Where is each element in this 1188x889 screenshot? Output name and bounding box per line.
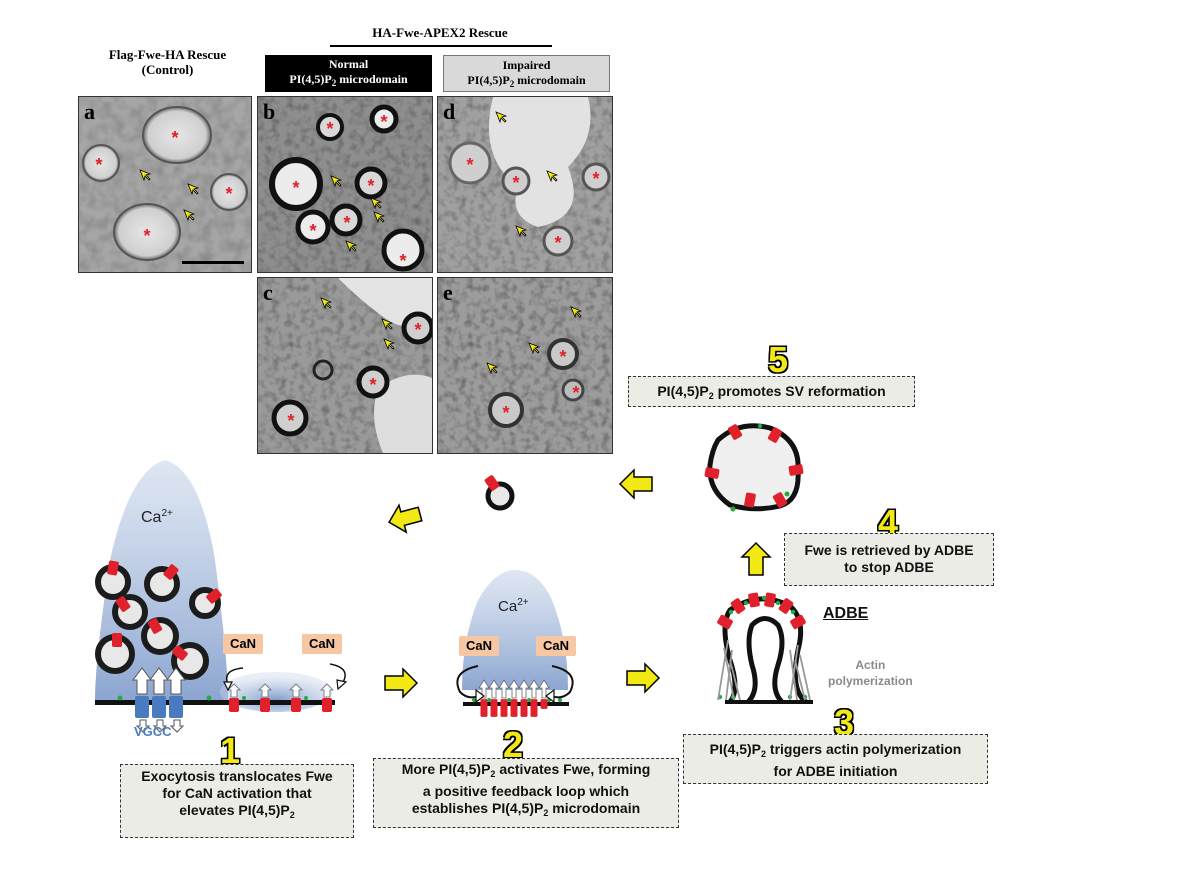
em-panel-b: * * * * * * * b (257, 96, 433, 273)
fwe-arrows-step1 (227, 683, 334, 698)
vgcc-label: VGCC (134, 724, 172, 739)
em-image-e: * * * (438, 278, 612, 453)
bottom-arrows-step1 (135, 719, 185, 733)
actin-filaments (717, 639, 811, 701)
can-box-step2-right: CaN (536, 636, 576, 656)
step-number-1: 1 (220, 730, 241, 771)
em-panel-d: * * * * d (437, 96, 613, 273)
panel-label-c: c (263, 280, 273, 305)
vgcc-channels (135, 696, 183, 718)
curved-arrow-right-step2 (551, 665, 574, 699)
normal-header: Normal PI(4,5)P2 microdomain (265, 55, 432, 92)
svg-text:*: * (592, 169, 599, 189)
svg-text:*: * (367, 176, 374, 196)
can-box-step1-right: CaN (302, 634, 342, 654)
svg-text:*: * (554, 233, 561, 253)
em-panel-c: * * * c (257, 277, 433, 454)
step-number-5: 5 (768, 339, 789, 380)
em-image-a: * * * * (79, 97, 251, 272)
ca-cloud-step2 (462, 570, 568, 690)
impaired-line2: PI(4,5)P2 microdomain (467, 73, 586, 89)
ca-influx-arrows-step1 (132, 667, 186, 695)
svg-text:*: * (572, 383, 579, 403)
em-image-c: * * * (258, 278, 432, 453)
svg-text:*: * (399, 251, 406, 271)
adbe-inner (746, 616, 785, 704)
svg-text:*: * (369, 375, 376, 395)
panel-label-a: a (84, 99, 95, 124)
can-box-step1-left: CaN (223, 634, 263, 654)
svg-text:*: * (502, 403, 509, 423)
yellow-arrow-5to1 (384, 499, 425, 537)
panel-label-b: b (263, 99, 276, 124)
step-number-4: 4 (878, 502, 899, 543)
panel-label-e: e (443, 280, 453, 305)
svg-text:*: * (292, 178, 299, 198)
yellow-arrow-4to5 (619, 469, 653, 499)
apex-header: HA-Fwe-APEX2 Rescue (330, 25, 550, 40)
adbe-label: ADBE (823, 605, 869, 622)
svg-text:*: * (512, 173, 519, 193)
fwe-step2 (480, 699, 548, 717)
svg-text:*: * (287, 411, 294, 431)
svg-text:*: * (414, 320, 421, 340)
green-dots-step2 (472, 698, 562, 702)
svg-text:*: * (143, 226, 150, 246)
step-box-5: PI(4,5)P2 promotes SV reformation (628, 376, 915, 407)
ca-label-step1: Ca2+ (141, 508, 173, 526)
svg-text:*: * (95, 155, 102, 175)
svg-text:*: * (343, 213, 350, 233)
svg-text:*: * (326, 119, 333, 139)
svg-text:*: * (466, 155, 473, 175)
em-image-b: * * * * * * * (258, 97, 432, 272)
can-box-step2-left: CaN (459, 636, 499, 656)
control-subtitle: (Control) (141, 62, 194, 77)
step-box-2: More PI(4,5)P2 activates Fwe, forming a … (373, 758, 679, 828)
step-box-3: PI(4,5)P2 triggers actin polymerization … (683, 734, 988, 784)
svg-text:*: * (309, 221, 316, 241)
svg-text:*: * (225, 184, 232, 204)
apex-title: HA-Fwe-APEX2 Rescue (372, 25, 508, 40)
step-box-1: Exocytosis translocates Fwe for CaN acti… (120, 764, 354, 838)
normal-line2: PI(4,5)P2 microdomain (289, 72, 408, 88)
apex-underline (330, 45, 552, 47)
control-header: Flag-Fwe-HA Rescue (Control) (80, 47, 255, 77)
em-panel-a: * * * * a (78, 96, 252, 273)
green-dots-step1 (117, 695, 308, 701)
panel-label-d: d (443, 99, 456, 124)
normal-line1: Normal (328, 57, 369, 71)
svg-text:*: * (380, 112, 387, 132)
green-dots-step4 (730, 423, 790, 512)
yellow-arrow-1to2 (384, 668, 418, 698)
fwe-arrows-step2 (478, 679, 550, 699)
impaired-line1: Impaired (502, 58, 551, 72)
ca-label-step2: Ca2+ (498, 597, 529, 615)
yellow-arrow-3to4 (741, 542, 771, 576)
step-number-3: 3 (834, 702, 855, 743)
curved-arrow-left-step2 (456, 665, 479, 699)
membrane-step1 (95, 700, 335, 705)
impaired-header: Impaired PI(4,5)P2 microdomain (443, 55, 610, 92)
actin-label: Actin polymerization (828, 658, 913, 688)
step-number-2: 2 (503, 724, 524, 765)
svg-text:*: * (171, 128, 178, 148)
em-image-d: * * * * (438, 97, 612, 272)
em-panel-e: * * * e (437, 277, 613, 454)
control-title: Flag-Fwe-HA Rescue (108, 47, 227, 62)
yellow-arrow-2to3 (626, 663, 660, 693)
step-box-4: Fwe is retrieved by ADBE to stop ADBE (784, 533, 994, 586)
membrane-step3 (725, 700, 813, 704)
svg-text:*: * (559, 347, 566, 367)
